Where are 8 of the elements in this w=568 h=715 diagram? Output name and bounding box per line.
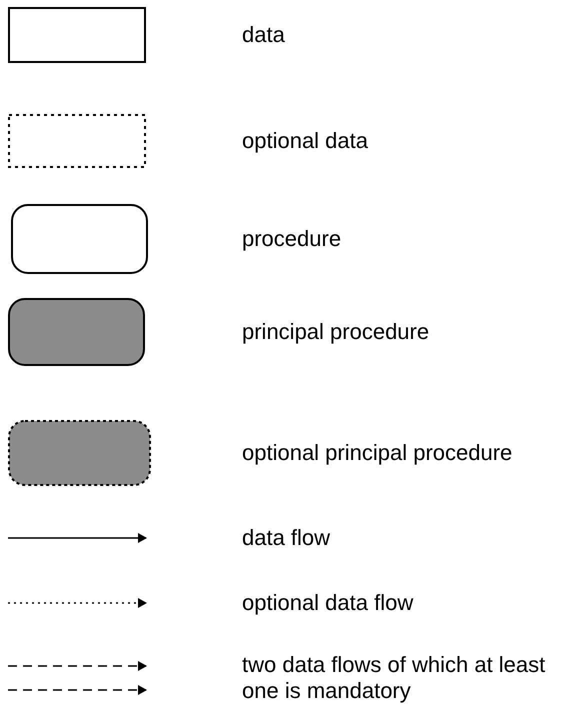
legend-text: procedure [242,226,342,252]
legend-text: data [242,22,285,48]
legend-text: optional data [242,128,368,154]
legend-text: optional data flow [242,590,414,616]
legend-text: principal procedure [242,319,430,345]
legend-text: data flow [242,525,330,551]
legend-text: optional principal procedure [242,440,512,466]
legend-text: two data flows of which at least one is mandatory [242,652,546,704]
